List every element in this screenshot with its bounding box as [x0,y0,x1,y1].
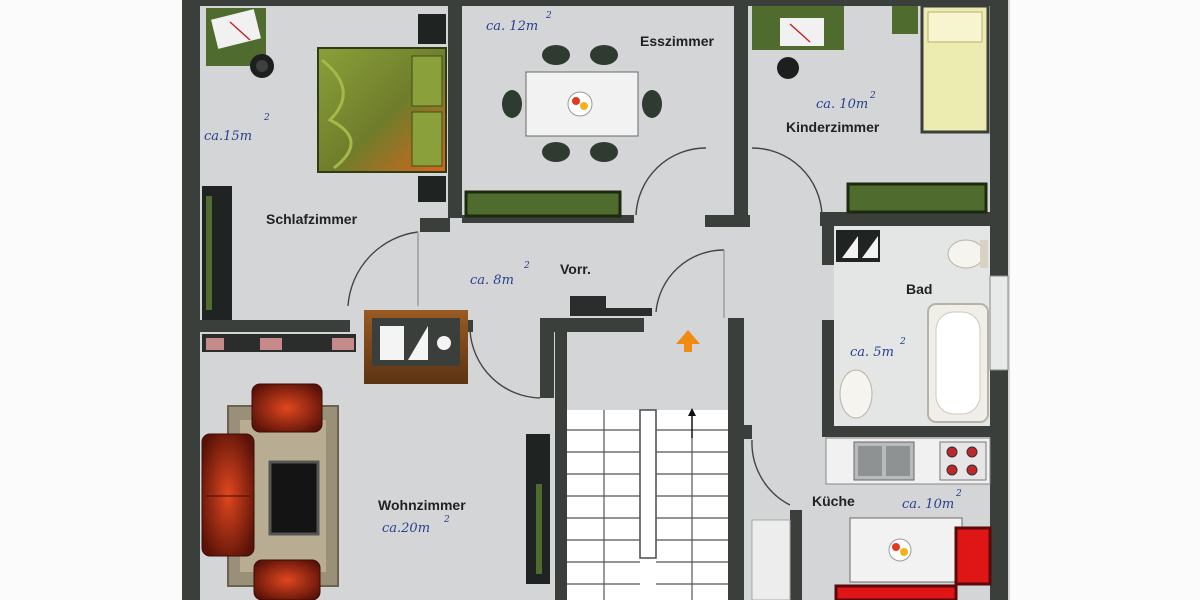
area-superscript: 2 [869,91,876,101]
room-label: Esszimmer [640,33,714,49]
fruit-bowl-icon [567,91,593,117]
room-label: Schlafzimmer [266,211,358,227]
area-note: ca.15m [204,129,252,144]
wardrobe [846,182,988,214]
chair-icon [777,57,799,79]
sideboard [464,190,622,218]
room-bad: Bad ca. 5m 2 [834,226,1009,426]
room-label: Kinderzimmer [786,119,880,135]
area-superscript: 2 [443,515,450,525]
armchair [251,383,323,433]
area-note: ca. 10m [902,497,954,512]
area-note: ca. 12m [486,19,538,34]
fruit-bowl-icon [888,538,912,562]
staircase [526,408,791,600]
room-vorr: Vorr. ca. 8m 2 [470,261,700,352]
area-note: ca. 10m [816,97,868,112]
bench [834,584,958,600]
area-superscript: 2 [263,113,270,123]
area-superscript: 2 [899,337,906,347]
stove-icon [939,441,987,481]
room-wohnzimmer: Wohnzimmer ca.20m 2 [201,310,468,600]
room-label: Vorr. [560,261,591,277]
coffee-table [268,460,320,536]
area-superscript: 2 [545,11,552,21]
area-superscript: 2 [523,261,530,271]
armchair [253,559,321,600]
door-swings [347,147,895,506]
room-esszimmer: Esszimmer ca. 12m 2 [464,11,714,218]
chair-icon [502,45,662,162]
area-note: ca. 8m [470,273,514,288]
room-kueche: Küche ca. 10m 2 [812,437,992,600]
area-note: ca.20m [382,521,430,536]
shoe-rack [570,296,606,316]
stair-direction-arrow-icon [688,408,696,416]
entrance-arrow-icon [676,330,700,352]
sink-icon [839,369,873,419]
room-kinderzimmer: Kinderzimmer ca. 10m 2 [752,4,990,214]
room-label: Küche [812,493,855,509]
area-superscript: 2 [955,489,962,499]
room-label: Bad [906,281,932,297]
room-label: Wohnzimmer [378,497,466,513]
area-note: ca. 5m [850,345,894,360]
bench [954,526,992,586]
sofa [201,433,255,557]
toilet-icon [947,239,985,269]
room-schlafzimmer: Schlafzimmer ca.15m 2 [202,8,447,320]
